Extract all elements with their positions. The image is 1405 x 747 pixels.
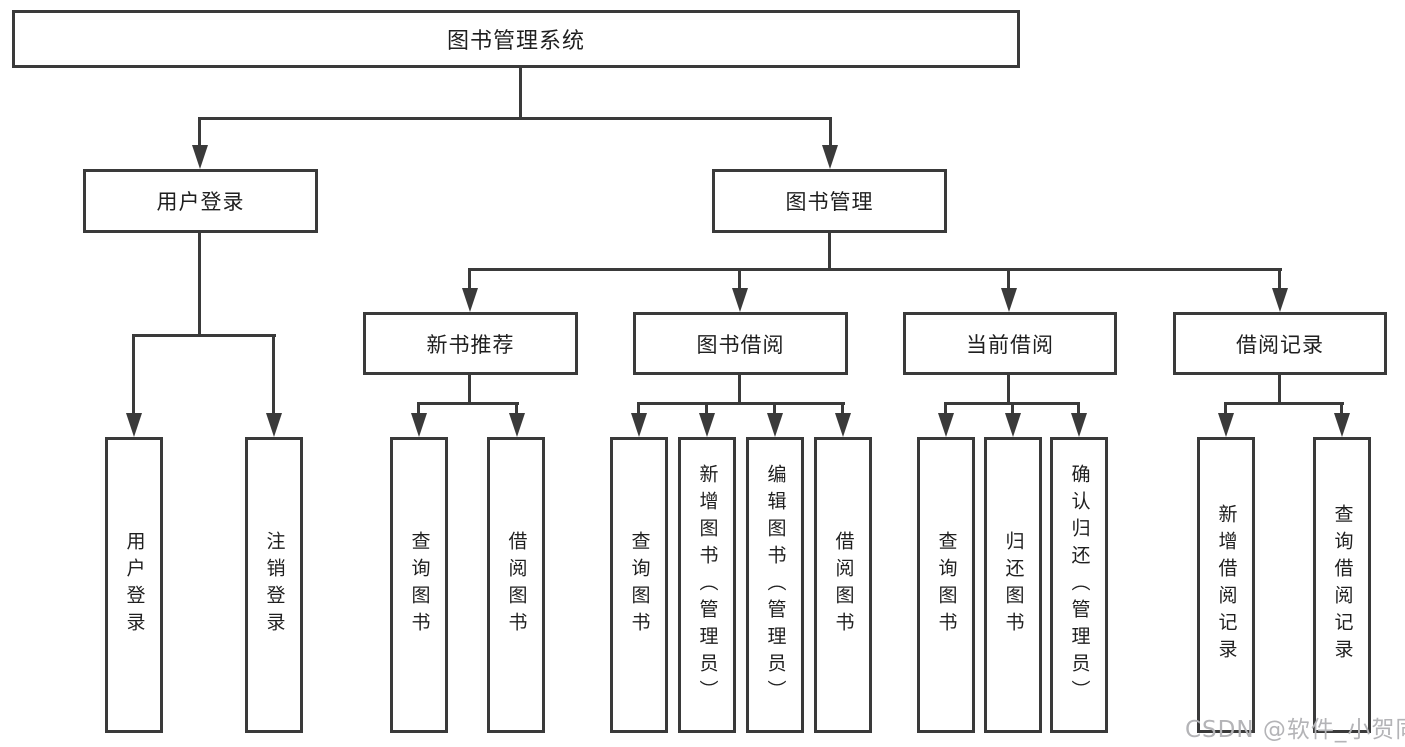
connector-line xyxy=(1077,405,1080,414)
leaf-label: 查询图书 xyxy=(628,531,651,639)
connector-line xyxy=(841,405,844,414)
connector-line xyxy=(468,268,1282,271)
node-label: 图书管理系统 xyxy=(446,29,585,54)
leaf-query-books-current: 查询图书 xyxy=(917,437,975,733)
leaf-label: 查询借阅记录 xyxy=(1331,504,1354,666)
leaf-label: 确认归还（管理员） xyxy=(1068,463,1091,707)
connector-line xyxy=(198,117,832,120)
connector-line xyxy=(828,233,831,271)
connector-line xyxy=(468,375,471,404)
leaf-user-login: 用户登录 xyxy=(105,437,163,733)
node-label: 图书借阅 xyxy=(696,332,785,357)
connector-line xyxy=(515,405,518,414)
leaf-label: 查询图书 xyxy=(408,531,431,639)
leaf-label: 新增图书（管理员） xyxy=(696,463,719,707)
connector-line xyxy=(1007,271,1010,289)
arrow-down-icon xyxy=(732,288,748,312)
node-book-borrowing: 图书借阅 xyxy=(633,312,848,375)
arrow-down-icon xyxy=(1005,413,1021,437)
arrow-down-icon xyxy=(835,413,851,437)
arrow-down-icon xyxy=(938,413,954,437)
node-current-borrowing: 当前借阅 xyxy=(903,312,1117,375)
connector-line xyxy=(705,405,708,414)
node-label: 图书管理 xyxy=(785,190,874,214)
arrow-down-icon xyxy=(1272,288,1288,312)
arrow-down-icon xyxy=(1334,413,1350,437)
node-library-management-system: 图书管理系统 xyxy=(12,10,1020,68)
leaf-confirm-return-admin: 确认归还（管理员） xyxy=(1050,437,1108,733)
connector-line xyxy=(1224,402,1344,405)
node-new-book-recommendation: 新书推荐 xyxy=(363,312,578,375)
connector-line xyxy=(417,405,420,414)
node-label: 新书推荐 xyxy=(426,332,515,357)
connector-line xyxy=(773,405,776,414)
node-user-login: 用户登录 xyxy=(83,169,318,233)
node-borrowing-records: 借阅记录 xyxy=(1173,312,1387,375)
connector-line xyxy=(829,120,832,146)
arrow-down-icon xyxy=(509,413,525,437)
node-book-management: 图书管理 xyxy=(712,169,947,233)
arrow-down-icon xyxy=(266,413,282,437)
node-label: 借阅记录 xyxy=(1236,332,1324,357)
leaf-label: 新增借阅记录 xyxy=(1215,504,1238,666)
leaf-borrow-books: 借阅图书 xyxy=(814,437,872,733)
connector-line xyxy=(519,68,522,118)
leaf-query-borrow-record: 查询借阅记录 xyxy=(1313,437,1371,733)
leaf-return-books: 归还图书 xyxy=(984,437,1042,733)
arrow-down-icon xyxy=(822,145,838,169)
leaf-add-borrow-record: 新增借阅记录 xyxy=(1197,437,1255,733)
connector-line xyxy=(1340,405,1343,414)
arrow-down-icon xyxy=(126,413,142,437)
node-label: 当前借阅 xyxy=(966,332,1054,357)
arrow-down-icon xyxy=(462,288,478,312)
connector-line xyxy=(637,405,640,414)
connector-line xyxy=(1224,405,1227,414)
leaf-edit-books-admin: 编辑图书（管理员） xyxy=(746,437,804,733)
connector-line xyxy=(637,402,845,405)
arrow-down-icon xyxy=(767,413,783,437)
connector-line xyxy=(944,402,1080,405)
connector-line xyxy=(417,402,519,405)
connector-line xyxy=(198,120,201,146)
connector-line xyxy=(738,271,741,289)
arrow-down-icon xyxy=(631,413,647,437)
connector-line xyxy=(198,233,201,336)
connector-line xyxy=(738,375,741,404)
connector-line xyxy=(132,334,276,337)
csdn-watermark: CSDN @软件_小贺同学 xyxy=(1185,717,1405,743)
connector-line xyxy=(132,337,135,414)
connector-line xyxy=(468,271,471,289)
leaf-label: 借阅图书 xyxy=(505,531,528,639)
connector-line xyxy=(944,405,947,414)
leaf-label: 编辑图书（管理员） xyxy=(764,463,787,707)
arrow-down-icon xyxy=(411,413,427,437)
arrow-down-icon xyxy=(1071,413,1087,437)
leaf-label: 注销登录 xyxy=(263,531,286,639)
leaf-logout: 注销登录 xyxy=(245,437,303,733)
arrow-down-icon xyxy=(699,413,715,437)
leaf-label: 用户登录 xyxy=(123,531,146,639)
leaf-label: 归还图书 xyxy=(1002,531,1025,639)
arrow-down-icon xyxy=(1218,413,1234,437)
leaf-label: 借阅图书 xyxy=(832,531,855,639)
connector-line xyxy=(1011,405,1014,414)
connector-line xyxy=(272,337,275,414)
connector-line xyxy=(1278,271,1281,289)
leaf-query-books-recommend: 查询图书 xyxy=(390,437,448,733)
arrow-down-icon xyxy=(192,145,208,169)
connector-line xyxy=(1007,375,1010,404)
node-label: 用户登录 xyxy=(156,190,245,214)
leaf-query-books-borrowing: 查询图书 xyxy=(610,437,668,733)
connector-line xyxy=(1278,375,1281,404)
arrow-down-icon xyxy=(1001,288,1017,312)
leaf-label: 查询图书 xyxy=(935,531,958,639)
leaf-borrow-books-recommend: 借阅图书 xyxy=(487,437,545,733)
leaf-add-books-admin: 新增图书（管理员） xyxy=(678,437,736,733)
